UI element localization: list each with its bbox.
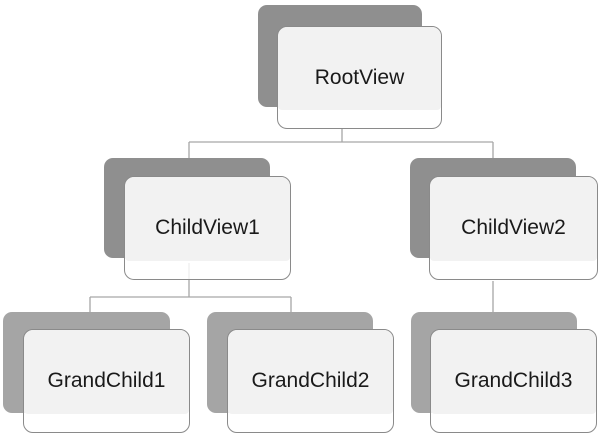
node-card: ChildView2 <box>429 176 598 280</box>
node-card: ChildView1 <box>124 176 291 280</box>
node-childview1: ChildView1 <box>104 158 292 281</box>
node-label-grandchild2: GrandChild2 <box>251 369 370 392</box>
node-card: GrandChild1 <box>23 329 190 433</box>
node-childview2: ChildView2 <box>410 158 600 281</box>
node-rootview: RootView <box>258 5 446 129</box>
node-label-grandchild3: GrandChild3 <box>454 369 573 392</box>
node-label-grandchild1: GrandChild1 <box>47 369 166 392</box>
node-grandchild3: GrandChild3 <box>411 312 598 434</box>
node-card: GrandChild2 <box>227 329 394 433</box>
node-label-childview1: ChildView1 <box>155 216 260 239</box>
node-card: RootView <box>277 26 442 129</box>
node-card: GrandChild3 <box>430 329 597 433</box>
node-label-childview2: ChildView2 <box>461 216 566 239</box>
node-label-rootview: RootView <box>314 65 405 89</box>
node-grandchild1: GrandChild1 <box>3 312 190 434</box>
node-grandchild2: GrandChild2 <box>207 312 395 434</box>
